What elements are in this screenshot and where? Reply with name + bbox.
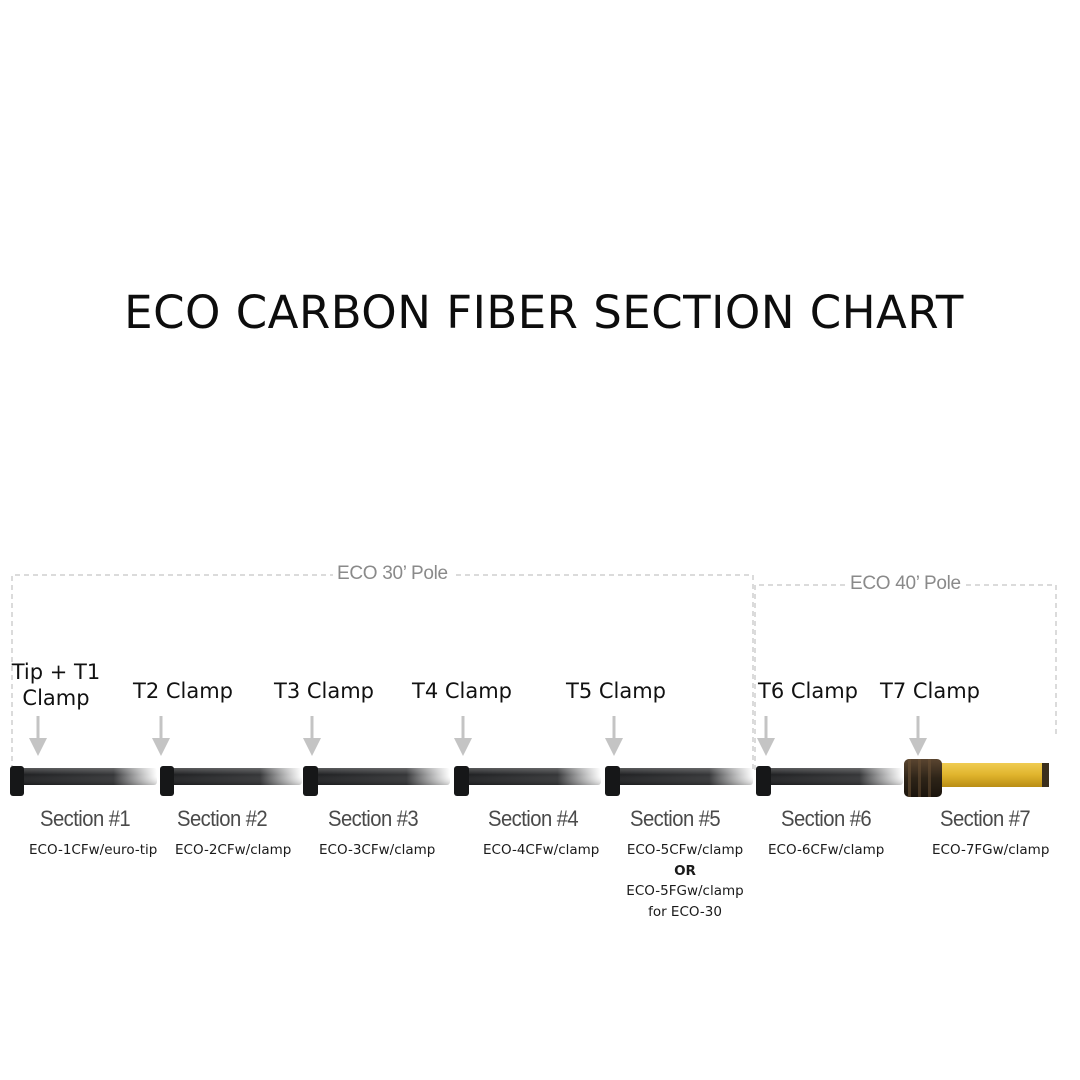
clamp-label-t1-line1: Tip + T1 [11, 660, 101, 684]
page-title: ECO CARBON FIBER SECTION CHART [124, 286, 964, 339]
pole-section-2 [160, 766, 302, 796]
clamp-label-t1-line2: Clamp [22, 686, 90, 710]
section-label-3: Section #3 [328, 806, 419, 831]
clamp-label-t7: T7 Clamp [880, 679, 981, 703]
part-number-3: ECO-3CFw/clamp [319, 842, 436, 858]
pole-section-5 [605, 766, 753, 796]
part-number-5-cf: ECO-5CFw/clamp [626, 842, 744, 858]
section-label-2: Section #2 [177, 806, 268, 831]
down-arrow-icon [909, 716, 927, 756]
part-number-7: ECO-7FGw/clamp [932, 842, 1050, 858]
part-number-5-note: for ECO-30 [648, 903, 722, 920]
down-arrow-icon [605, 716, 623, 756]
section-label-6: Section #6 [781, 806, 872, 831]
pole-sections [10, 759, 1049, 797]
part-number-5: ECO-5CFw/clamp OR ECO-5FGw/clamp for ECO… [624, 840, 746, 922]
eco30-bracket-label: ECO 30’ Pole [333, 563, 452, 585]
part-number-4: ECO-4CFw/clamp [483, 842, 600, 858]
clamp-label-t4: T4 Clamp [412, 679, 513, 703]
part-number-1: ECO-1CFw/euro-tip [29, 842, 158, 858]
section-label-7: Section #7 [940, 806, 1031, 831]
part-number-5-or: OR [674, 862, 696, 879]
pole-section-1 [10, 766, 157, 796]
clamp-label-t2: T2 Clamp [133, 679, 234, 703]
clamp-label-t6: T6 Clamp [758, 679, 859, 703]
pole-section-3 [303, 766, 450, 796]
clamp-label-t3: T3 Clamp [274, 679, 375, 703]
pole-section-4 [454, 766, 601, 796]
clamp-label-t5: T5 Clamp [566, 679, 667, 703]
section-label-1: Section #1 [40, 806, 131, 831]
section-label-5: Section #5 [630, 806, 721, 831]
eco30-bracket-line [11, 574, 754, 770]
pole-section-6 [756, 766, 903, 796]
down-arrow-icon [757, 716, 775, 756]
part-number-6: ECO-6CFw/clamp [768, 842, 885, 858]
part-number-2: ECO-2CFw/clamp [175, 842, 292, 858]
down-arrow-icon [29, 716, 47, 756]
section-label-4: Section #4 [488, 806, 579, 831]
down-arrow-icon [152, 716, 170, 756]
down-arrow-icon [454, 716, 472, 756]
clamp-label-t1: Tip + T1 Clamp [8, 659, 104, 711]
part-number-5-fg: ECO-5FGw/clamp [626, 883, 744, 899]
eco40-bracket-label: ECO 40’ Pole [846, 573, 965, 595]
pole-section-7 [904, 759, 1049, 797]
down-arrow-icon [303, 716, 321, 756]
